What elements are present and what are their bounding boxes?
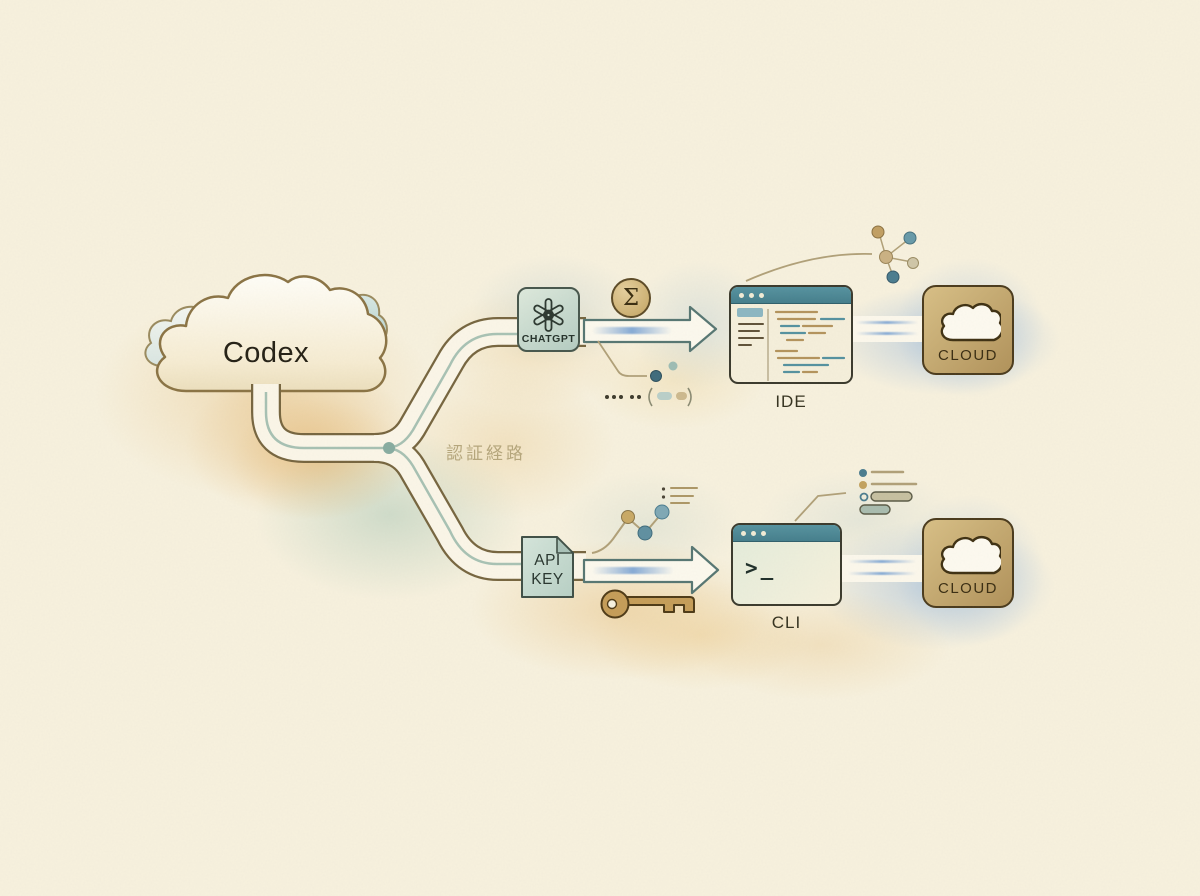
traffic-dot-icon [749, 292, 754, 298]
api-key-doc-label: API KEY [522, 551, 573, 589]
line-chart-icon [591, 487, 698, 554]
ide-editor-content [737, 308, 846, 381]
checklist-icon [794, 469, 918, 522]
cloud-box-bottom: CLOUD [922, 518, 1014, 608]
chatgpt-badge: CHATGPT [517, 287, 580, 352]
cli-cloud-connector [840, 555, 924, 582]
cli-window: >_ [731, 523, 842, 606]
terminal-prompt: >_ [745, 556, 777, 580]
traffic-dot-icon [741, 530, 746, 536]
codex-cloud [155, 273, 388, 393]
node-graph-icon [745, 225, 919, 284]
ide-cloud-connector [850, 316, 924, 342]
flow-arrow-bottom-icon [582, 545, 720, 595]
ide-titlebar [731, 287, 851, 304]
ide-window [729, 285, 853, 384]
cloud-box-top: CLOUD [922, 285, 1014, 375]
traffic-dot-icon [761, 530, 766, 536]
cli-caption: CLI [771, 613, 802, 632]
codex-label: Codex [222, 337, 310, 369]
chatgpt-badge-label: CHATGPT [521, 333, 576, 345]
traffic-dot-icon [759, 292, 764, 298]
branch-path-label: 認証経路 [446, 444, 526, 463]
cloud-box-bottom-label: CLOUD [937, 580, 998, 597]
cloud-icon [940, 303, 1001, 342]
cli-titlebar [733, 525, 840, 542]
traffic-dot-icon [751, 530, 756, 536]
flow-arrow-top-icon [582, 305, 718, 353]
sigma-coin-icon: Σ [611, 278, 651, 318]
openai-logo-icon [533, 298, 564, 332]
cloud-icon [940, 536, 1001, 575]
ide-caption: IDE [775, 392, 807, 411]
branch-node-dot [383, 442, 395, 454]
cloud-box-top-label: CLOUD [937, 347, 998, 364]
traffic-dot-icon [739, 292, 744, 298]
dots-sequence-icon [597, 340, 692, 407]
api-key-line2: KEY [531, 571, 564, 588]
api-key-line1: API [534, 552, 561, 569]
key-icon [600, 589, 695, 619]
mini-list-icon [661, 487, 698, 504]
